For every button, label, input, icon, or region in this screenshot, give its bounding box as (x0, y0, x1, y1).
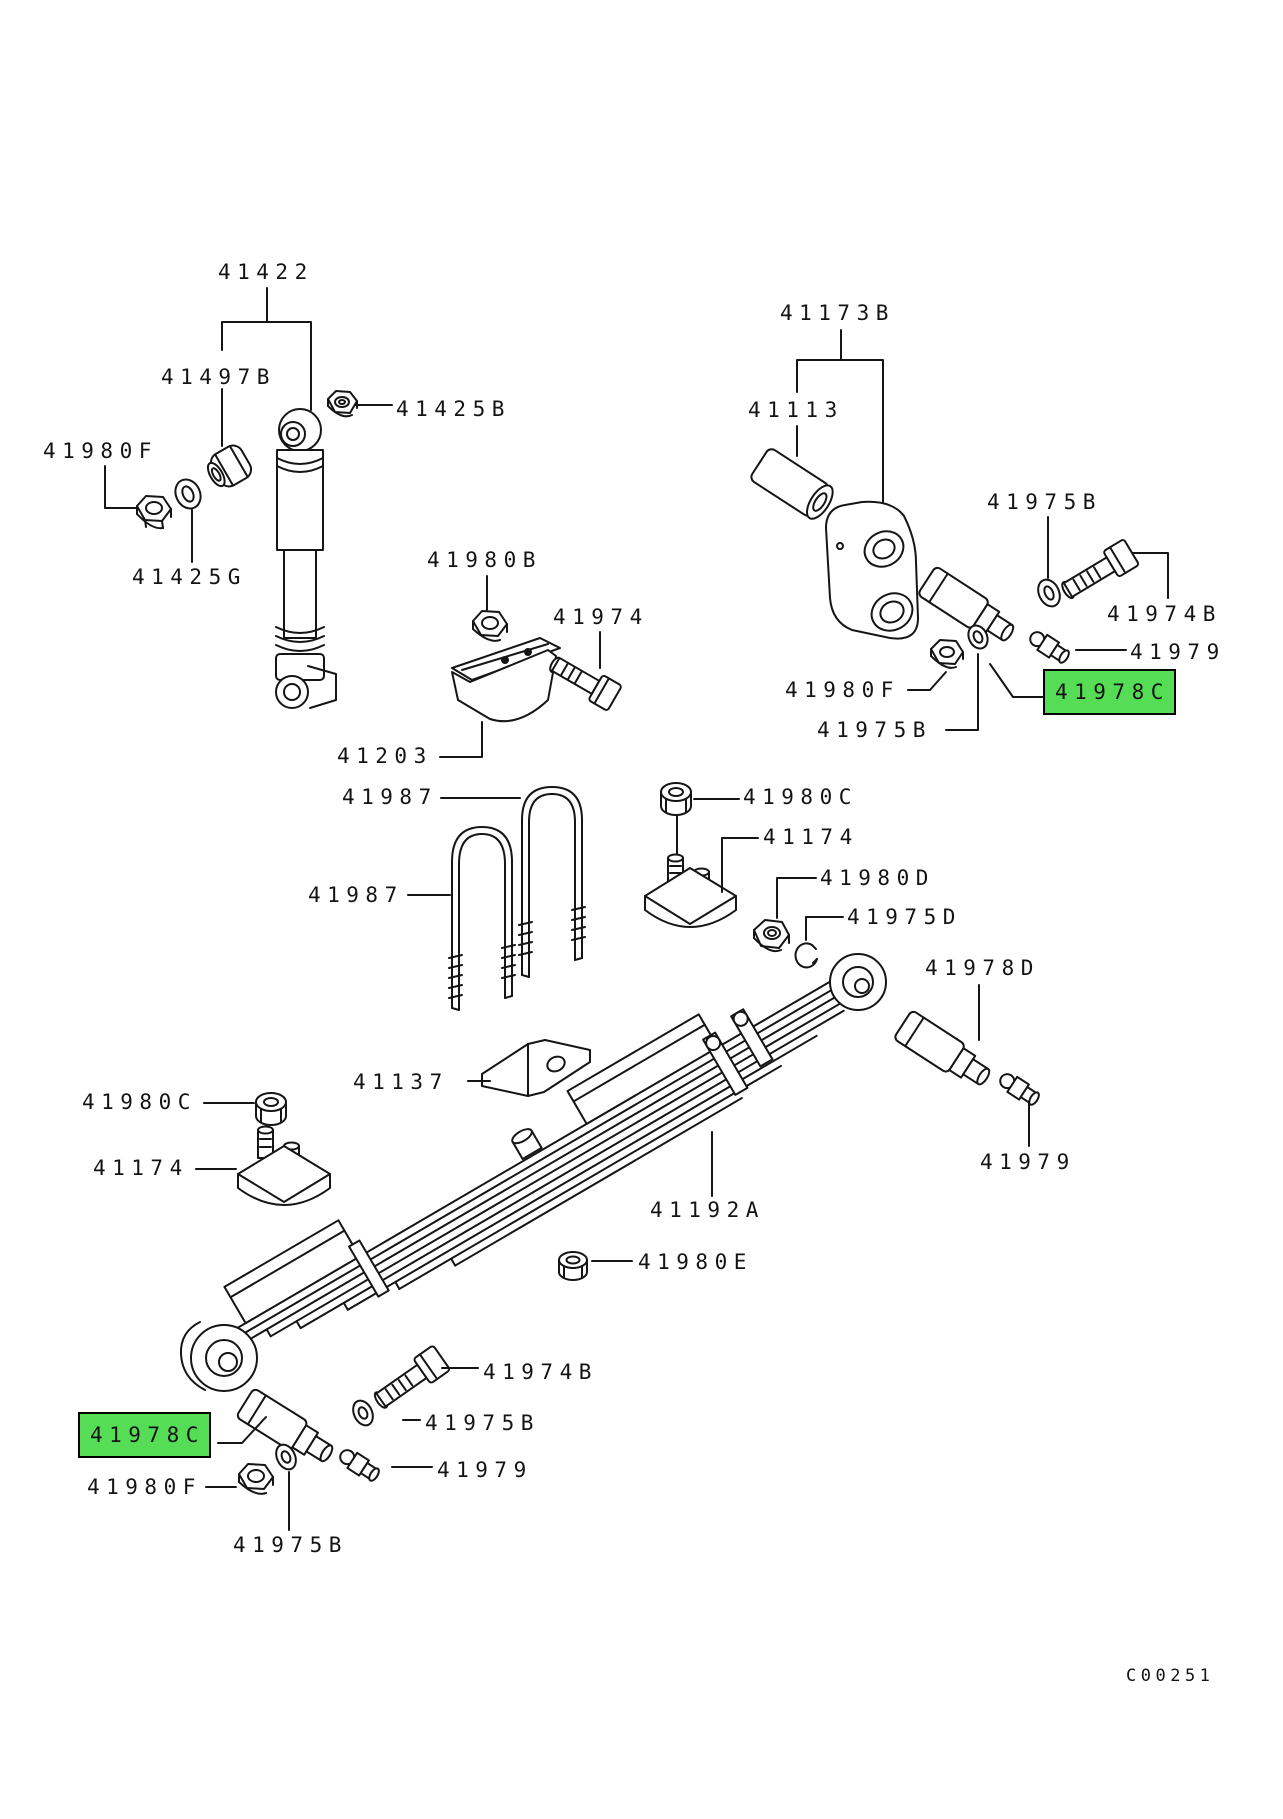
part-label: 41979 (437, 1458, 533, 1482)
washer-41975b-bottom-drawing (275, 1443, 297, 1471)
part-label: 41173B (780, 301, 895, 325)
part-label: 41174 (93, 1156, 189, 1180)
washer-41975b-right-drawing (967, 624, 989, 650)
pin-41978c-bottom-drawing (236, 1388, 334, 1463)
washer-41975b-topright-drawing (1037, 578, 1061, 608)
part-label: 41978D (925, 956, 1040, 980)
part-label: 41980E (638, 1250, 753, 1274)
part-label: 41203 (337, 744, 433, 768)
leaf-spring-drawing (179, 953, 887, 1392)
part-label: 41980C (82, 1090, 197, 1114)
part-label: 41980F (43, 439, 158, 463)
nut-41980f-right-drawing (930, 639, 964, 669)
washer-41975b-bottomright-drawing (352, 1399, 374, 1427)
shock-absorber-drawing (275, 408, 337, 709)
part-label: 41174 (763, 825, 859, 849)
leader-lines (104, 287, 1169, 1531)
bump-stop-41203-drawing (451, 637, 561, 723)
shackle-41173b-drawing (825, 500, 919, 640)
part-label: 41980C (743, 785, 858, 809)
part-label: 41974 (553, 605, 649, 629)
part-label: 41425G (132, 565, 247, 589)
part-label: 41979 (980, 1150, 1076, 1174)
nut-41980b-drawing (472, 610, 508, 642)
washer-41425g-drawing (174, 478, 202, 510)
part-label: 41980F (785, 678, 900, 702)
part-label: 41987 (308, 883, 404, 907)
snap-ring-41975d-drawing (794, 942, 818, 969)
part-label: 41113 (748, 398, 844, 422)
part-label: 41422 (218, 260, 314, 284)
bushing-41497b-drawing (206, 444, 253, 488)
nut-41980d-drawing (753, 919, 790, 953)
part-label-highlighted: 41978C (1043, 669, 1176, 716)
nut-41980f-left-drawing (136, 495, 172, 530)
part-label: 41975B (987, 490, 1102, 514)
seat-left-drawing (237, 1125, 331, 1206)
part-label: 41192A (650, 1198, 765, 1222)
pin-41978d-drawing (894, 1010, 991, 1086)
fitting-41979-right-drawing (1029, 631, 1070, 664)
nut-41980e-drawing (558, 1251, 588, 1281)
bushing-41113-drawing (750, 448, 834, 520)
part-label: 41980F (87, 1475, 202, 1499)
part-label: 41497B (161, 365, 276, 389)
part-label: 41974B (1107, 602, 1222, 626)
nut-41980f-bottom-drawing (238, 1463, 274, 1495)
part-label: 41975B (817, 718, 932, 742)
nut-41980c-left-drawing (255, 1092, 287, 1126)
fitting-41979-bottomright-drawing (999, 1073, 1040, 1106)
part-label: 41975B (425, 1411, 540, 1435)
seat-right-drawing (644, 853, 737, 928)
clamp-41137-drawing (481, 1039, 591, 1097)
diagram-code: C00251 (1126, 1666, 1215, 1686)
part-label: 41979 (1130, 640, 1226, 664)
fitting-41979-bottom-drawing (339, 1449, 380, 1482)
bolt-41974b-right-drawing (1061, 539, 1140, 599)
part-label: 41975B (233, 1533, 348, 1557)
u-bolts-drawing (448, 786, 586, 1011)
part-label: 41980B (427, 548, 542, 572)
part-label: 41980D (820, 866, 935, 890)
part-label: 41987 (342, 785, 438, 809)
part-label-highlighted: 41978C (78, 1412, 211, 1459)
part-label: 41425B (396, 397, 511, 421)
nut-41980c-right-drawing (660, 782, 692, 816)
bolt-41974b-bottom-drawing (373, 1345, 451, 1409)
part-label: 41137 (353, 1070, 449, 1094)
part-label: 41975D (847, 905, 962, 929)
part-label: 41974B (483, 1360, 598, 1384)
bolt-41974-drawing (549, 656, 622, 711)
